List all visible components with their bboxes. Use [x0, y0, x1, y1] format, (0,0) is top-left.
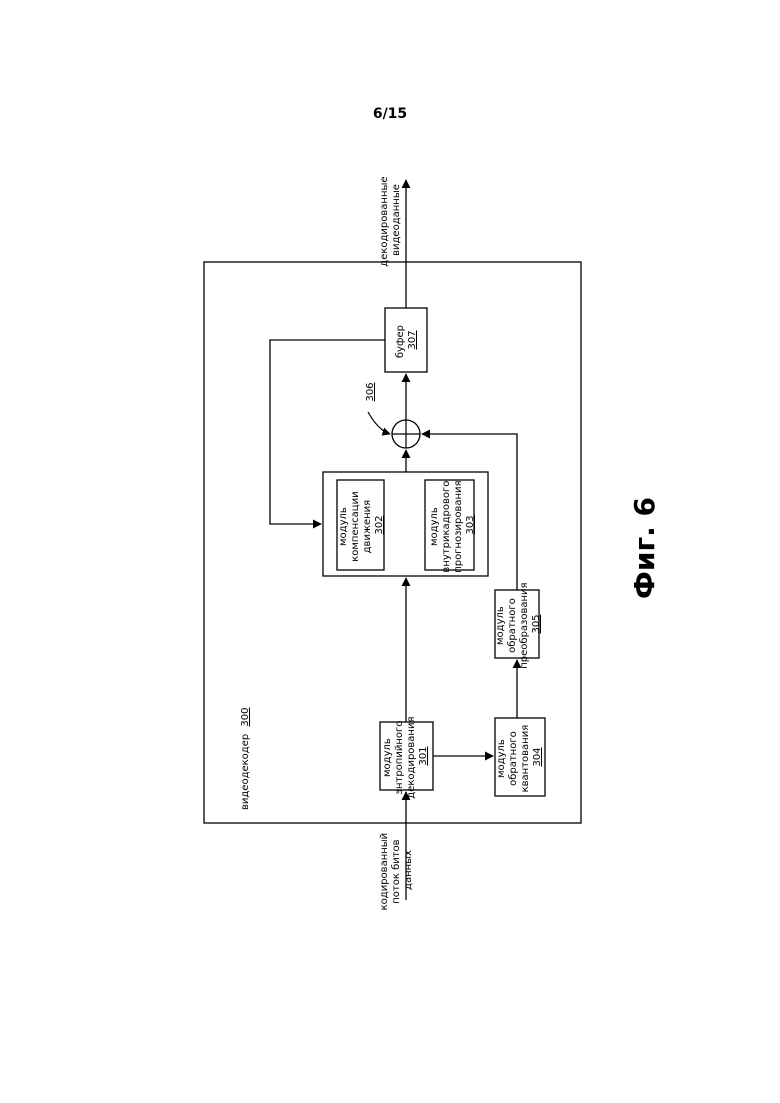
summer-number-label: 306 [365, 382, 376, 401]
output-label: декодированные видеоданные [379, 173, 402, 266]
summer-callout-arrow [368, 412, 390, 434]
decoder-label: видеодекодер 300 [240, 708, 251, 811]
input-label: кодированный поток битов данных [379, 830, 414, 911]
buffer-block [385, 308, 427, 372]
figure-caption: Фиг. 6 [628, 497, 661, 599]
